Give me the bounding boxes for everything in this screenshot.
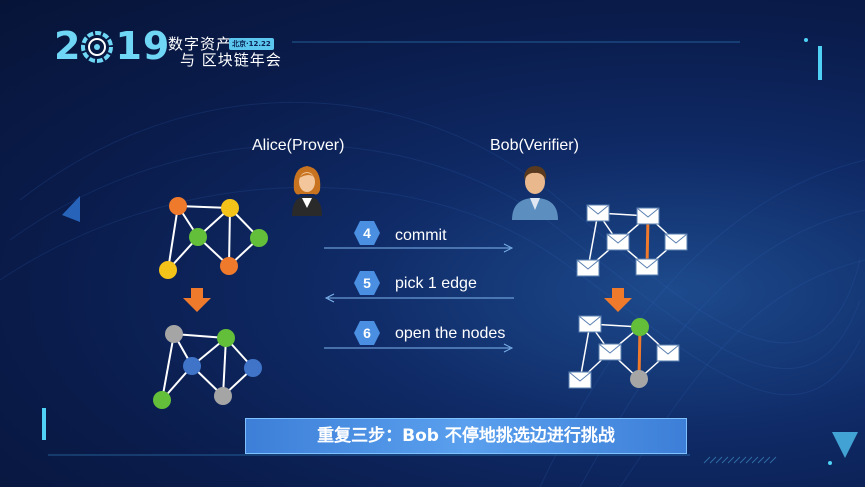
step-number-badge: 6 <box>354 321 380 345</box>
arrow-right-open-nodes <box>324 343 514 353</box>
graph-node <box>214 387 232 405</box>
graph-node <box>250 229 268 247</box>
logo-ring-icon <box>81 31 113 63</box>
graph-node <box>220 257 238 275</box>
envelope-icon <box>586 204 610 222</box>
envelope-icon <box>656 344 680 362</box>
envelope-icon <box>578 315 602 333</box>
step-label-pick-edge: pick 1 edge <box>395 275 477 292</box>
verifier-opened-graph <box>568 315 680 389</box>
arrow-right-commit <box>324 243 514 253</box>
logo-year: 2 19 <box>54 26 170 66</box>
graph-node <box>165 325 183 343</box>
graph-node <box>631 318 649 336</box>
graph-node <box>183 357 201 375</box>
prover-label: Alice(Prover) <box>252 137 345 154</box>
graph-node <box>221 199 239 217</box>
prover-colored-graph <box>159 197 268 279</box>
arrow-left-pick-edge <box>324 293 514 303</box>
down-arrow-icon <box>604 288 632 312</box>
man-avatar-icon <box>512 166 558 220</box>
step-label-commit: commit <box>395 227 447 244</box>
logo-text-line2: 与 区块链年会 <box>180 51 282 69</box>
graph-node <box>630 370 648 388</box>
graph-node <box>169 197 187 215</box>
verifier-label: Bob(Verifier) <box>490 137 579 154</box>
logo-year-digit-2: 2 <box>54 24 82 68</box>
envelope-icon <box>635 258 659 276</box>
step-number-badge: 5 <box>354 271 380 295</box>
envelope-icon <box>598 343 622 361</box>
caption-banner: 重复三步：Bob 不停地挑选边进行挑战 <box>245 418 687 454</box>
envelope-icon <box>606 233 630 251</box>
graph-node <box>189 228 207 246</box>
graph-node <box>244 359 262 377</box>
logo-text-line1: 数字资产 <box>168 35 233 53</box>
graph-node <box>159 261 177 279</box>
step-number-badge: 4 <box>354 221 380 245</box>
verifier-commit-graph <box>576 204 688 277</box>
down-arrow-icon <box>183 288 211 312</box>
graph-node <box>217 329 235 347</box>
prover-recolored-graph <box>153 325 262 409</box>
woman-avatar-icon <box>292 166 322 216</box>
logo-badge: 北京·12.22 <box>229 38 274 50</box>
envelope-icon <box>636 207 660 225</box>
step-label-open-nodes: open the nodes <box>395 325 506 342</box>
envelope-icon <box>568 371 592 389</box>
logo-year-digits-19: 19 <box>115 24 171 68</box>
envelope-icon <box>576 259 600 277</box>
envelope-icon <box>664 233 688 251</box>
graph-node <box>153 391 171 409</box>
